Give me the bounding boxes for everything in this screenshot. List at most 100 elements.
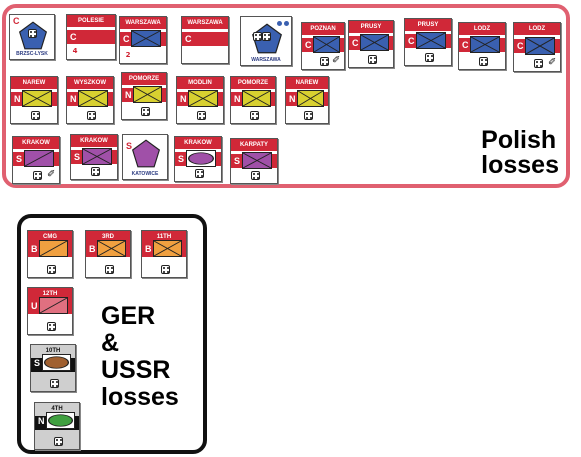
unit-symbol [186, 150, 216, 167]
unit-symbol [242, 90, 271, 107]
counter-top-band [67, 77, 113, 89]
die-icon [50, 379, 59, 388]
die-pip [252, 113, 254, 115]
counter-top-band [302, 23, 344, 35]
die-icon [304, 111, 313, 120]
counter-band [67, 30, 115, 44]
counter-name: 12TH [42, 291, 58, 297]
counter-letter: C [185, 34, 192, 44]
die-pip [52, 381, 54, 383]
die-pip [52, 385, 54, 387]
die-pip [89, 113, 91, 115]
infantry-cross-line [361, 35, 388, 50]
unit-symbol-graphic [187, 152, 215, 165]
die-pip [53, 328, 55, 330]
counter-name: KRAKOW [184, 140, 212, 146]
die-pip [431, 59, 433, 61]
die-icon [534, 59, 543, 68]
die-pip [264, 38, 266, 40]
die-pip [326, 63, 328, 65]
counter-letter: C [352, 38, 359, 48]
unit-symbol-graphic [154, 241, 181, 256]
counter-name: PRUSY [417, 22, 439, 28]
movement-boot-icon: ✐ [548, 57, 557, 68]
die-icon [161, 265, 170, 274]
counter-name: PRUSY [360, 24, 382, 30]
die-pip [60, 439, 62, 441]
movement-boot-icon: ✐ [332, 55, 341, 66]
infantry-cross-line [526, 38, 554, 54]
unit-counter[interactable]: 3RD B [85, 230, 131, 278]
die-pip [56, 381, 58, 383]
counter-top-band [71, 135, 117, 147]
counter-subtitle: KATOWICE [131, 171, 159, 177]
die-icon [368, 55, 377, 64]
die-pip [37, 117, 39, 119]
die-pip [203, 117, 205, 119]
unit-symbol [242, 152, 272, 169]
counter-letter: C [462, 40, 469, 50]
die-pip [107, 271, 109, 273]
die-icon [91, 167, 100, 176]
unit-counter[interactable]: PRUSY C [348, 20, 394, 68]
die-pip [111, 267, 113, 269]
die-pip [540, 65, 542, 67]
die-pip [93, 169, 95, 171]
infantry-cross-line [134, 87, 161, 102]
counter-top-band [177, 77, 223, 89]
die-pip [53, 271, 55, 273]
counter-letter: N [289, 94, 296, 104]
counter-name: POLESIE [77, 18, 104, 24]
die-icon [47, 265, 56, 274]
counter-letter: B [89, 244, 96, 254]
unit-symbol-graphic [314, 37, 339, 52]
infantry-cross-line [79, 91, 107, 106]
die-pip [306, 113, 308, 115]
die-pip [147, 109, 149, 111]
die-pip [199, 113, 201, 115]
die-icon [195, 169, 204, 178]
die-icon [251, 171, 260, 180]
die-pip [35, 173, 37, 175]
counter-letter: S [234, 156, 241, 166]
armor-oval [47, 414, 74, 427]
die-pip [107, 267, 109, 269]
die-pip [39, 173, 41, 175]
unit-symbol [97, 240, 126, 257]
die-pip [93, 173, 95, 175]
unit-counter[interactable]: WARSZAWA C [181, 16, 229, 64]
unit-counter[interactable]: WARSZAWA [240, 16, 292, 66]
die-icon [262, 32, 271, 41]
counter-name: KRAKOW [22, 140, 50, 146]
counter-letter: C [517, 41, 524, 51]
counter-name: 3RD [101, 234, 114, 240]
die-pip [34, 31, 36, 33]
counter-top-band [231, 139, 277, 151]
counter-top-band [286, 77, 328, 89]
unit-symbol-graphic [47, 414, 74, 427]
counter-name: WARSZAWA [187, 20, 223, 26]
